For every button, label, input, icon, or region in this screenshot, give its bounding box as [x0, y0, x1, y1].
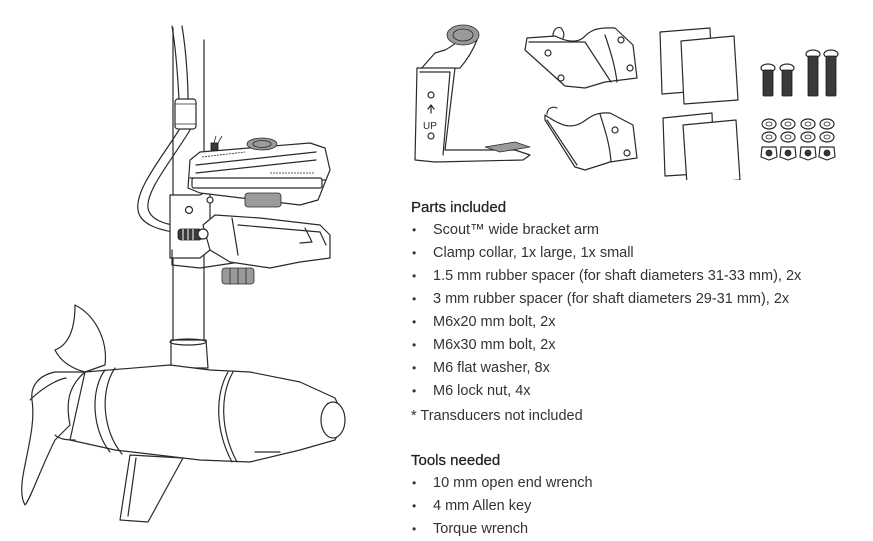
bullet-icon: •: [412, 361, 417, 375]
rubber-spacer-1.5mm: [659, 27, 739, 105]
bolt-m6x20: [760, 63, 776, 97]
motor-body: [69, 338, 346, 523]
transducers-note: * Transducers not included: [411, 408, 583, 424]
tools-needed-section: Tools needed • 10 mm open end wrench • 4 m…: [411, 449, 871, 541]
list-item: • 3 mm rubber spacer (for shaft diameters…: [411, 288, 871, 311]
tools-needed-title: Tools needed: [411, 452, 501, 469]
bullet-icon: •: [412, 522, 417, 536]
part-label: M6x20 mm bolt, 2x: [433, 314, 556, 330]
list-item: • M6x30 mm bolt, 2x: [411, 334, 871, 357]
bolt-m6x20: [779, 63, 795, 97]
tool-label: Torque wrench: [433, 521, 529, 537]
cable-spring: [177, 228, 209, 241]
part-label: 1.5 mm rubber spacer (for shaft diameter…: [433, 268, 802, 284]
bolts: [760, 49, 839, 97]
mounting-bracket: [169, 189, 241, 269]
parts-drawing: UP: [414, 24, 839, 180]
bullet-icon: •: [412, 338, 417, 352]
propeller: [21, 304, 107, 506]
parts-included-title: Parts included: [411, 199, 507, 216]
bullet-icon: •: [412, 476, 417, 490]
washers: [761, 118, 835, 143]
list-item: • 10 mm open end wrench: [411, 472, 871, 495]
transducer-top: [187, 135, 331, 208]
list-item: • 4 mm Allen key: [411, 495, 871, 518]
bullet-icon: •: [412, 384, 417, 398]
clamp-collar-large: [524, 26, 638, 89]
list-item: • Clamp collar, 1x large, 1x small: [411, 242, 871, 265]
bracket-arm-part: UP: [414, 24, 531, 163]
bullet-icon: •: [412, 292, 417, 306]
bolt-m6x30: [823, 49, 839, 97]
parts-and-tools-text: Parts included • Scout™ wide bracket arm …: [411, 196, 871, 541]
list-item: • M6 flat washer, 8x: [411, 357, 871, 380]
list-item: • 1.5 mm rubber spacer (for shaft diamete…: [411, 265, 871, 288]
bullet-icon: •: [412, 499, 417, 513]
part-label: M6 lock nut, 4x: [433, 383, 531, 399]
rubber-spacer-3mm: [662, 112, 741, 180]
parts-included-section: Parts included • Scout™ wide bracket arm …: [411, 196, 871, 428]
bullet-icon: •: [412, 246, 417, 260]
tool-label: 4 mm Allen key: [433, 498, 532, 514]
up-label: UP: [423, 121, 437, 132]
part-label: 3 mm rubber spacer (for shaft diameters …: [433, 291, 790, 307]
bullet-icon: •: [412, 223, 417, 237]
list-item: • M6x20 mm bolt, 2x: [411, 311, 871, 334]
bullet-icon: •: [412, 269, 417, 283]
motor-assembly-illustration: [0, 0, 400, 538]
transducer-bottom: [177, 214, 331, 285]
lock-nuts: [760, 146, 836, 161]
clamp-collar-small: [544, 106, 638, 171]
bullet-icon: •: [412, 315, 417, 329]
list-item: • Torque wrench: [411, 518, 871, 541]
tool-label: 10 mm open end wrench: [433, 475, 593, 491]
part-label: Clamp collar, 1x large, 1x small: [433, 245, 634, 261]
tools-list: • 10 mm open end wrench • 4 mm Allen key •…: [411, 472, 871, 541]
parts-list: • Scout™ wide bracket arm • Clamp collar, …: [411, 219, 871, 403]
list-item: • M6 lock nut, 4x: [411, 380, 871, 403]
part-label: M6x30 mm bolt, 2x: [433, 337, 556, 353]
list-item: • Scout™ wide bracket arm: [411, 219, 871, 242]
bolt-m6x30: [805, 49, 821, 97]
part-label: M6 flat washer, 8x: [433, 360, 550, 376]
part-label: Scout™ wide bracket arm: [433, 222, 600, 238]
parts-illustration: UP: [405, 10, 873, 180]
transducer-cable: [137, 25, 197, 234]
motor-assembly-drawing: [21, 25, 346, 523]
